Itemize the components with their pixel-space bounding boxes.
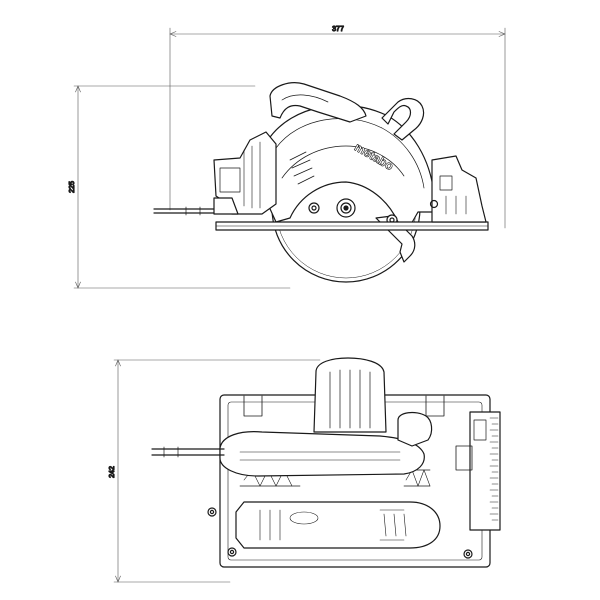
vent-slots xyxy=(289,151,315,185)
bevel-knob xyxy=(308,202,320,214)
top-view: 242 xyxy=(108,357,501,583)
power-cord xyxy=(153,197,239,216)
length-dimension-label: 377 xyxy=(332,26,344,33)
bevel-scale xyxy=(469,411,501,531)
bevel-bracket xyxy=(431,155,487,223)
top-lower-housing xyxy=(235,501,441,549)
height-dimension xyxy=(73,85,291,289)
top-power-cord xyxy=(151,446,225,458)
height-dimension-label: 225 xyxy=(69,181,76,193)
width-dimension xyxy=(113,359,321,583)
top-main-handle xyxy=(219,431,425,477)
top-front-knob xyxy=(397,411,433,447)
length-dimension xyxy=(169,27,506,229)
top-motor-vents xyxy=(329,369,371,429)
width-dimension-label: 242 xyxy=(109,466,116,478)
main-handle xyxy=(269,82,367,123)
side-view: 377 225 metabo xyxy=(68,25,506,289)
front-handle xyxy=(381,97,425,141)
scale-ticks xyxy=(489,417,499,521)
